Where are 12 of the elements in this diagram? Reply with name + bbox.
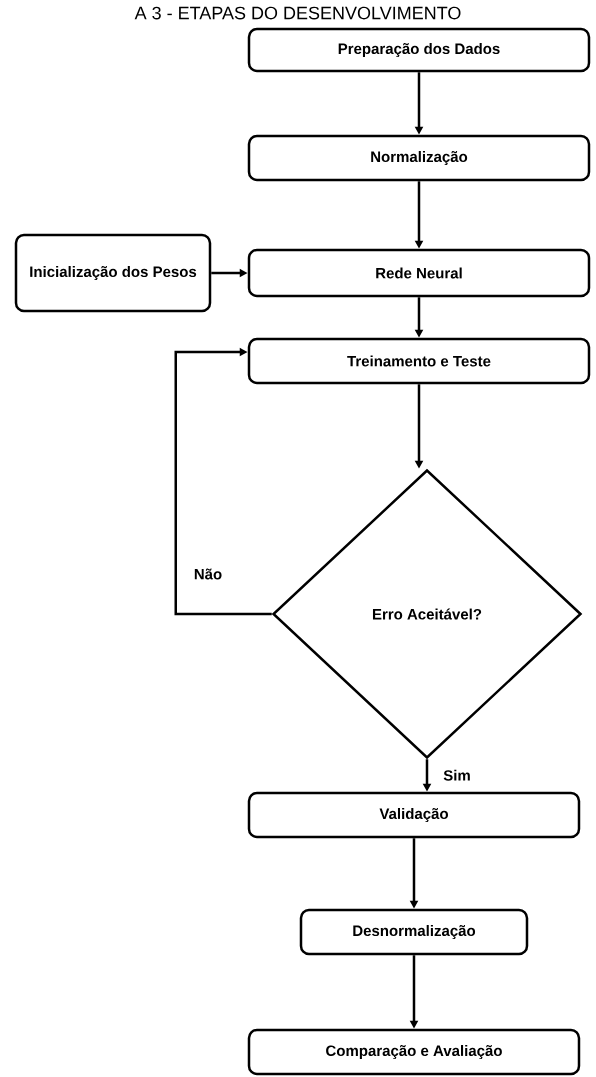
edge-label: Sim bbox=[442, 768, 472, 782]
edge-label: Não bbox=[192, 567, 224, 581]
process-box: Inicialização dos Pesos bbox=[14, 233, 212, 313]
process-box: Treinamento e Teste bbox=[247, 337, 591, 385]
process-box: Validação bbox=[247, 791, 581, 839]
process-box: Preparação dos Dados bbox=[247, 27, 591, 73]
process-box: Comparação e Avaliação bbox=[247, 1028, 581, 1076]
process-box: Normalização bbox=[247, 134, 591, 182]
arrow bbox=[174, 347, 272, 616]
process-box: Desnormalização bbox=[299, 908, 529, 956]
process-box: Rede Neural bbox=[247, 248, 591, 298]
title: A 3 - ETAPAS DO DESENVOLVIMENTO bbox=[134, 6, 461, 20]
